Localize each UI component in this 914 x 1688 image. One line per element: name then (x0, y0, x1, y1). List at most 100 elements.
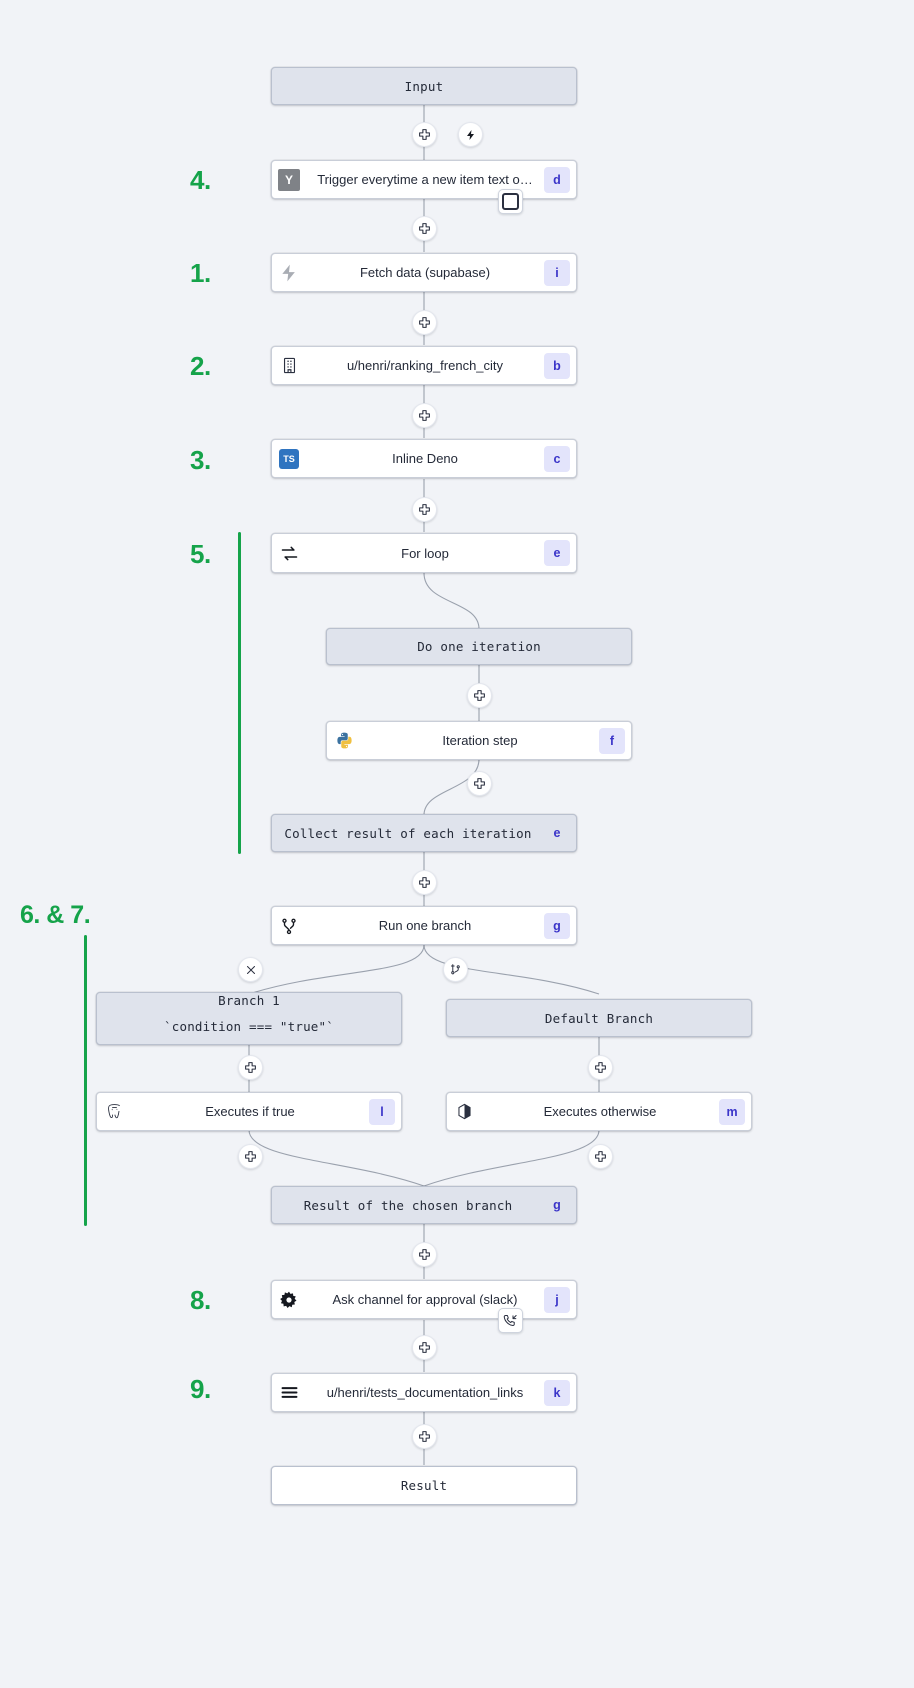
node-branch-1[interactable]: Branch 1 `condition === "true"` (96, 992, 402, 1045)
node-fetch-data[interactable]: Fetch data (supabase) i (271, 253, 577, 292)
approval-callback-chip[interactable] (498, 1308, 523, 1333)
trigger-bolt-handle[interactable] (458, 122, 483, 147)
graphql-cube-icon (447, 1102, 481, 1121)
typescript-icon: TS (272, 448, 306, 469)
plus-icon (419, 129, 430, 140)
add-step-handle-iftrue-result[interactable] (238, 1144, 263, 1169)
node-ask-approval-label: Ask channel for approval (slack) (332, 1292, 518, 1307)
plus-icon (419, 223, 430, 234)
node-for-loop[interactable]: For loop e (271, 533, 577, 573)
node-inline-deno-badge: c (544, 445, 570, 472)
step-number-5: 5. (190, 539, 211, 569)
add-branch-handle[interactable] (443, 957, 468, 982)
gear-icon (272, 1290, 306, 1310)
add-step-handle-deno-forloop[interactable] (412, 497, 437, 522)
node-tests-documentation-links-label: u/henri/tests_documentation_links (326, 1385, 524, 1400)
node-default-branch[interactable]: Default Branch (446, 999, 752, 1037)
node-do-one-iteration[interactable]: Do one iteration (326, 628, 632, 665)
node-inline-deno[interactable]: TS Inline Deno c (271, 439, 577, 478)
node-ask-approval[interactable]: Ask channel for approval (slack) j (271, 1280, 577, 1319)
node-trigger-label: Trigger everytime a new item text o… (317, 172, 533, 187)
postgres-icon (97, 1102, 131, 1121)
add-step-handle-input-trigger[interactable] (412, 122, 437, 147)
node-iteration-step-badge: f (599, 727, 625, 754)
add-step-handle-approval-tests[interactable] (412, 1335, 437, 1360)
add-branch-icon (450, 964, 460, 975)
node-chosen-branch-result-label: Result of the chosen branch (303, 1197, 513, 1213)
loop-icon (272, 543, 306, 564)
trigger-stop-chip[interactable] (498, 189, 523, 214)
node-input[interactable]: Input (271, 67, 577, 105)
step-number-4: 4. (190, 165, 211, 195)
branch-scope-bar (84, 935, 87, 1226)
node-chosen-branch-result[interactable]: Result of the chosen branch g (271, 1186, 577, 1224)
node-branch-1-condition: `condition === "true"` (164, 1018, 334, 1034)
add-step-handle-tests-result[interactable] (412, 1424, 437, 1449)
step-number-1: 1. (190, 258, 211, 288)
node-result-label: Result (400, 1478, 448, 1493)
hamburger-icon (272, 1382, 306, 1403)
plus-icon (419, 877, 430, 888)
add-step-handle-trigger-fetch[interactable] (412, 216, 437, 241)
plus-icon (595, 1151, 606, 1162)
delete-branch-handle[interactable] (238, 957, 263, 982)
plus-icon (419, 1249, 430, 1260)
branch-icon (272, 917, 306, 935)
node-collect-result[interactable]: Collect result of each iteration e (271, 814, 577, 852)
node-trigger[interactable]: Y Trigger everytime a new item text o… d (271, 160, 577, 199)
supabase-icon (272, 263, 306, 283)
plus-icon (245, 1062, 256, 1073)
add-step-handle-result-approval[interactable] (412, 1242, 437, 1267)
add-step-handle-fetch-ranking[interactable] (412, 310, 437, 335)
add-step-handle-step-collect[interactable] (467, 771, 492, 796)
node-iteration-step[interactable]: Iteration step f (326, 721, 632, 760)
node-iteration-step-label: Iteration step (442, 733, 518, 748)
node-collect-result-badge: e (553, 826, 561, 840)
node-collect-result-label: Collect result of each iteration (284, 825, 532, 841)
add-step-handle-branch1-iftrue[interactable] (238, 1055, 263, 1080)
plus-icon (474, 690, 485, 701)
python-icon (327, 731, 361, 750)
plus-icon (419, 410, 430, 421)
add-step-handle-collect-branch[interactable] (412, 870, 437, 895)
step-number-8: 8. (190, 1285, 211, 1315)
building-icon (272, 357, 306, 374)
add-step-handle-ranking-deno[interactable] (412, 403, 437, 428)
step-number-6-and-7: 6. & 7. (20, 901, 91, 929)
add-step-handle-default-otherwise[interactable] (588, 1055, 613, 1080)
node-fetch-data-badge: i (544, 259, 570, 286)
node-run-one-branch-label: Run one branch (378, 918, 472, 933)
node-ranking-french-city[interactable]: u/henri/ranking_french_city b (271, 346, 577, 385)
node-trigger-badge: d (544, 166, 570, 193)
plus-icon (419, 317, 430, 328)
plus-icon (419, 1431, 430, 1442)
step-number-9: 9. (190, 1374, 211, 1404)
node-ranking-french-city-label: u/henri/ranking_french_city (346, 358, 504, 373)
node-for-loop-badge: e (544, 540, 570, 566)
node-executes-otherwise-badge: m (719, 1098, 745, 1125)
square-icon (502, 193, 519, 210)
add-step-handle-iteration-step[interactable] (467, 683, 492, 708)
loop-scope-bar (238, 532, 241, 854)
node-branch-1-label: Branch 1 (218, 993, 280, 1008)
node-executes-otherwise[interactable]: Executes otherwise m (446, 1092, 752, 1131)
step-number-3: 3. (190, 445, 211, 475)
node-tests-documentation-links[interactable]: u/henri/tests_documentation_links k (271, 1373, 577, 1412)
add-step-handle-otherwise-result[interactable] (588, 1144, 613, 1169)
yaml-icon: Y (272, 168, 306, 191)
node-do-one-iteration-label: Do one iteration (417, 639, 541, 654)
node-executes-if-true[interactable]: Executes if true l (96, 1092, 402, 1131)
node-executes-if-true-badge: l (369, 1098, 395, 1125)
node-fetch-data-label: Fetch data (supabase) (359, 265, 491, 280)
node-for-loop-label: For loop (401, 545, 449, 561)
node-default-branch-label: Default Branch (544, 1010, 654, 1026)
node-run-one-branch[interactable]: Run one branch g (271, 906, 577, 945)
close-icon (246, 965, 255, 974)
node-ranking-french-city-badge: b (544, 352, 570, 379)
node-ask-approval-badge: j (544, 1286, 570, 1313)
phone-callback-icon (503, 1314, 517, 1326)
node-inline-deno-label: Inline Deno (392, 451, 458, 466)
plus-icon (245, 1151, 256, 1162)
node-result[interactable]: Result (271, 1466, 577, 1505)
plus-icon (595, 1062, 606, 1073)
